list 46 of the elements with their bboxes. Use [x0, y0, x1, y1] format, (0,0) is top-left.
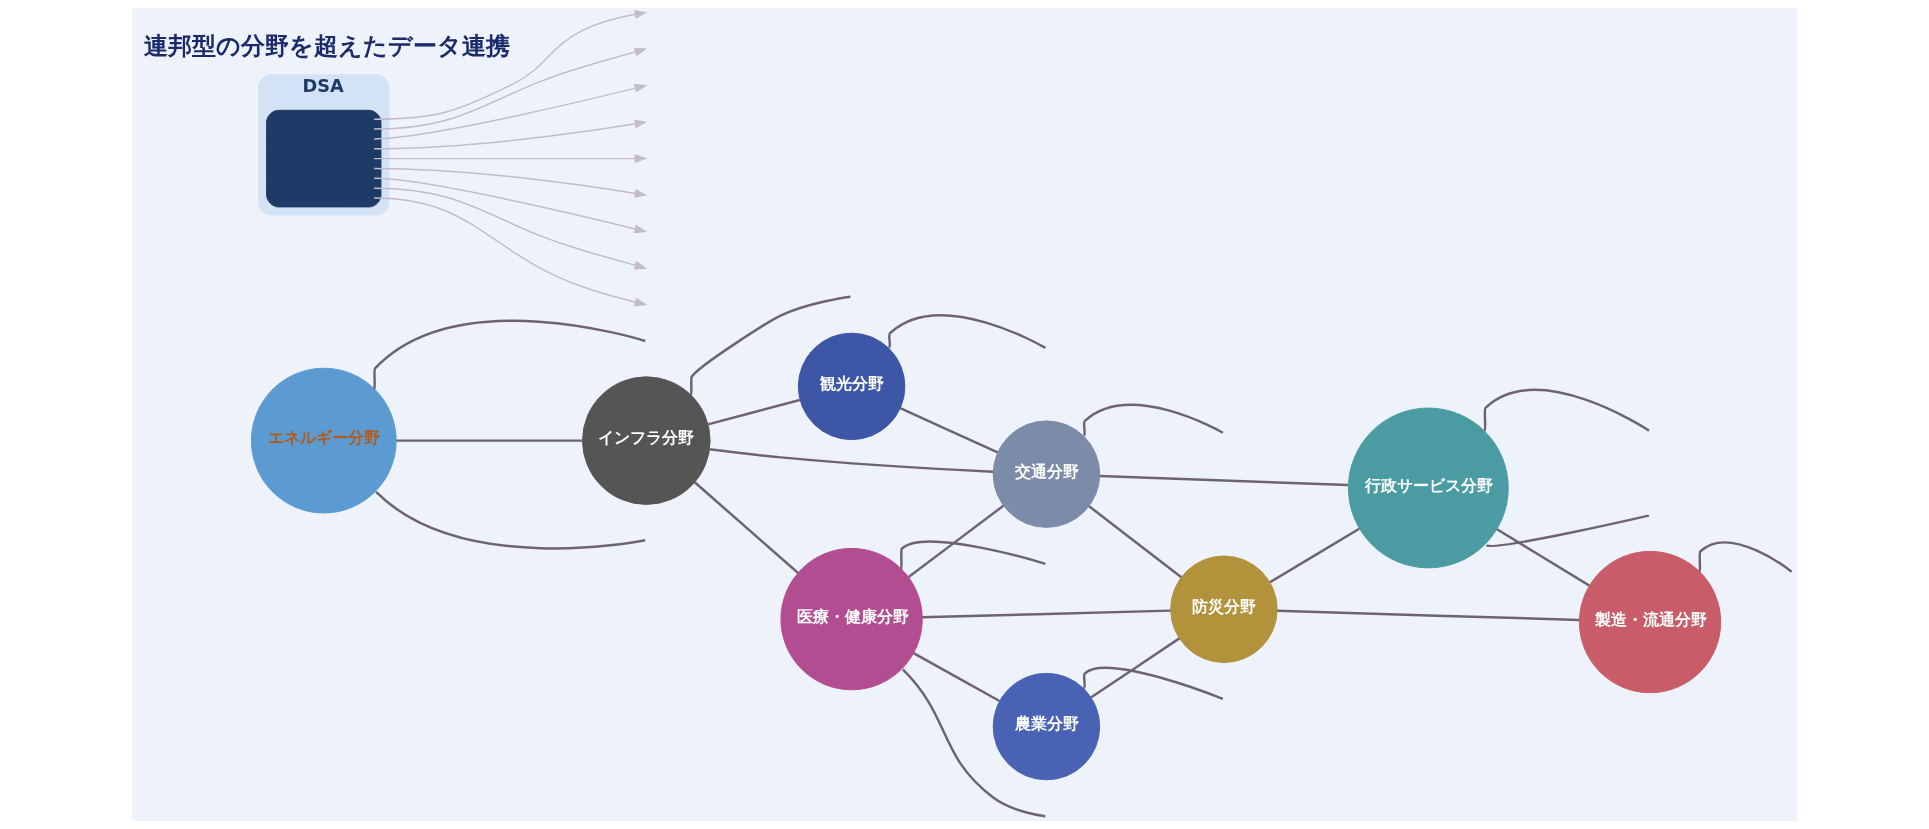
node-circle: エネルギー分野 [250, 367, 397, 514]
arrow [373, 9, 648, 120]
arrow [373, 47, 648, 130]
connector [901, 668, 1046, 818]
connector [372, 319, 646, 390]
node-box [266, 109, 382, 208]
connector [1277, 609, 1580, 622]
connector [899, 540, 1046, 570]
connector [922, 609, 1171, 619]
node-circle: インフラ分野 [582, 376, 711, 505]
connector [693, 481, 799, 574]
connector [1486, 514, 1650, 548]
arrow [373, 119, 648, 150]
connector [1082, 666, 1224, 701]
connector [1698, 541, 1793, 573]
cluster: DSA [258, 74, 390, 216]
node-circle: 行政サービス分野 [1347, 407, 1509, 569]
arrow [373, 177, 648, 234]
connector [1082, 403, 1224, 437]
connector [1496, 528, 1591, 587]
connector [1483, 388, 1650, 432]
node-circle: 防災分野 [1170, 555, 1278, 663]
node-circle: 交通分野 [992, 420, 1101, 528]
arrow [373, 187, 648, 270]
connector [1088, 505, 1183, 579]
node-circle: 製造・流通分野 [1578, 550, 1722, 694]
connector [1099, 474, 1349, 487]
connector [707, 398, 801, 426]
label: 連邦型の分野を超えたデータ連携 [143, 32, 510, 61]
connector [913, 652, 1001, 703]
connector [887, 314, 1046, 349]
node-circle: 観光分野 [797, 332, 906, 441]
arrow [373, 167, 648, 198]
connector [899, 406, 999, 454]
connector [1269, 527, 1360, 584]
connector [396, 439, 583, 442]
connector [907, 504, 1005, 578]
node-circle: 医療・健康分野 [780, 547, 923, 691]
arrow [373, 197, 648, 307]
connector [689, 295, 851, 396]
arrow [373, 83, 648, 140]
connector [375, 490, 646, 550]
connector [709, 448, 994, 474]
connector [1090, 637, 1181, 699]
node-circle: 農業分野 [992, 672, 1101, 781]
arrow [373, 154, 648, 164]
